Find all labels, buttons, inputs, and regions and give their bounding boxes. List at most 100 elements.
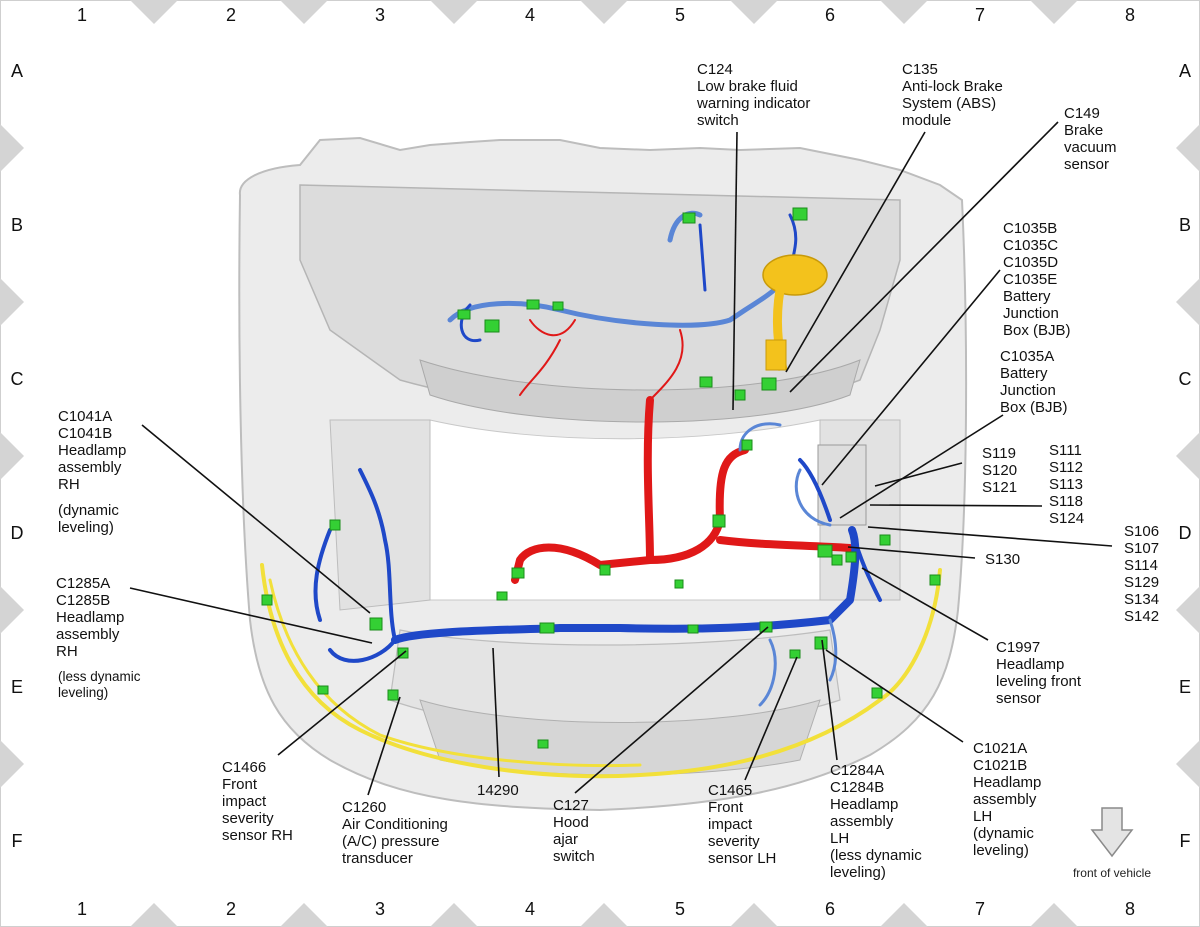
connector-block [761, 377, 777, 391]
brake-fluid-reservoir [762, 254, 828, 371]
leader-c1284 [821, 639, 838, 761]
col-label-top-1: 1 [77, 5, 87, 25]
connector-block [526, 299, 540, 310]
row-label-right-A: A [1179, 61, 1191, 81]
connector-block [759, 621, 773, 633]
callout-s130: S130 [985, 551, 1020, 568]
leader-s111 [869, 504, 1043, 507]
row-label-right-C: C [1179, 369, 1192, 389]
leader-c1465 [744, 656, 798, 781]
connector-block [845, 551, 857, 563]
connectors [261, 207, 941, 749]
blue-harness-front [391, 526, 860, 644]
cowl-vent [419, 359, 861, 423]
connector-block [537, 739, 549, 749]
connector-block [814, 636, 828, 650]
connector-block [699, 376, 713, 388]
col-label-bottom-1: 1 [77, 899, 87, 919]
col-label-bottom-4: 4 [525, 899, 535, 919]
col-label-bottom-3: 3 [375, 899, 385, 919]
leader-c149 [789, 121, 1059, 393]
col-label-top-2: 2 [226, 5, 236, 25]
connector-block [317, 685, 329, 695]
connector-block [789, 649, 801, 659]
col-label-top-3: 3 [375, 5, 385, 25]
connector-block [329, 519, 341, 531]
connector-block [511, 567, 525, 579]
blue-harness-right-dark [798, 458, 882, 602]
connector-block [817, 544, 833, 558]
connector-block [871, 687, 883, 699]
leader-c124 [732, 131, 738, 411]
connector-block [261, 594, 273, 606]
connector-block [792, 207, 808, 221]
blue-harness-left [313, 468, 397, 663]
row-label-right-B: B [1179, 215, 1191, 235]
callout-c1021: C1021A C1021B Headlamp assembly LH (dyna… [973, 740, 1046, 859]
leader-c1466 [277, 650, 407, 756]
leader-c1997 [861, 567, 989, 641]
callout-c135: C135 Anti-lock Brake System (ABS) module [902, 61, 1007, 129]
leader-s130 [847, 546, 976, 559]
leader-s119 [874, 462, 963, 487]
leader-14290 [492, 647, 500, 778]
connector-block [831, 554, 843, 566]
connector-block [387, 689, 399, 701]
leader-lines [129, 121, 1113, 796]
col-label-bottom-5: 5 [675, 899, 685, 919]
col-label-bottom-8: 8 [1125, 899, 1135, 919]
callout-c1035b: C1035B C1035C C1035D C1035E Battery Junc… [1003, 220, 1071, 339]
row-label-left-B: B [11, 215, 23, 235]
callout-s119: S119 S120 S121 [982, 445, 1021, 496]
connector-block [929, 574, 941, 586]
callout-c1035a: C1035A Battery Junction Box (BJB) [1000, 348, 1068, 416]
callout-c1465: C1465 Front impact severity sensor LH [708, 782, 776, 867]
grid-labels: 1 2 3 4 5 6 7 8 1 2 3 4 5 6 7 8 A B C D … [11, 5, 1192, 919]
leader-s106 [867, 526, 1113, 547]
yellow-harness [260, 563, 942, 779]
connector-block [741, 439, 753, 451]
col-label-top-7: 7 [975, 5, 985, 25]
callout-c1285-note: (less dynamic leveling) [58, 669, 144, 700]
col-label-bottom-2: 2 [226, 899, 236, 919]
callout-c149: C149 Brake vacuum sensor [1064, 105, 1121, 173]
leader-c1285 [129, 587, 373, 644]
row-label-left-A: A [11, 61, 23, 81]
battery-junction-box [817, 444, 867, 526]
connector-block [457, 309, 471, 320]
callout-c1260: C1260 Air Conditioning (A/C) pressure tr… [342, 799, 452, 867]
leader-c127 [574, 626, 769, 794]
callout-c1284: C1284A C1284B Headlamp assembly LH (less… [830, 762, 926, 881]
callout-c1041: C1041A C1041B Headlamp assembly RH [58, 408, 131, 493]
col-label-top-4: 4 [525, 5, 535, 25]
callout-c1466: C1466 Front impact severity sensor RH [222, 759, 293, 844]
callout-c1997: C1997 Headlamp leveling front sensor [996, 639, 1085, 707]
connector-block [539, 622, 555, 634]
callout-c124: C124 Low brake fluid warning indicator s… [696, 61, 815, 129]
leader-c1035a [839, 414, 1004, 519]
callout-14290: 14290 [477, 782, 519, 799]
col-label-bottom-6: 6 [825, 899, 835, 919]
row-label-right-E: E [1179, 677, 1191, 697]
red-harness-branch [519, 319, 684, 401]
front-direction-indicator: front of vehicle [1073, 807, 1151, 880]
yellow-harness-inner [268, 578, 642, 768]
connector-block [879, 534, 891, 546]
connector-block [496, 591, 508, 601]
row-label-left-D: D [11, 523, 24, 543]
down-arrow-icon [1090, 807, 1134, 858]
callout-c127: C127 Hood ajar switch [553, 797, 595, 865]
row-label-left-F: F [12, 831, 23, 851]
col-label-top-8: 8 [1125, 5, 1135, 25]
front-of-vehicle-label: front of vehicle [1073, 866, 1151, 880]
leader-c1041 [141, 424, 371, 614]
callout-s106: S106 S107 S114 S129 S134 S142 [1124, 523, 1163, 625]
leader-c1035b [821, 269, 1001, 486]
col-label-top-5: 5 [675, 5, 685, 25]
col-label-bottom-7: 7 [975, 899, 985, 919]
connector-block [712, 514, 726, 528]
connector-block [599, 564, 611, 576]
row-label-left-E: E [11, 677, 23, 697]
row-label-left-C: C [11, 369, 24, 389]
connector-block [682, 212, 696, 224]
